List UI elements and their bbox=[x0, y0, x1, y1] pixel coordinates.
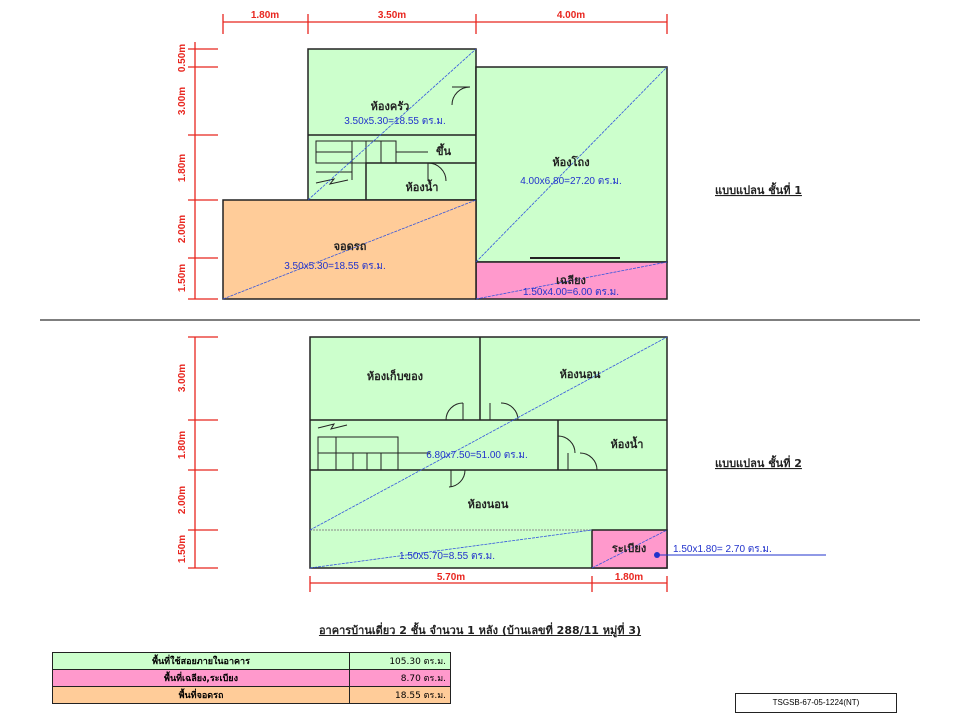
summary-value: 8.70 ตร.ม. bbox=[349, 669, 451, 687]
dim-left-f2-4: 1.50m bbox=[177, 535, 188, 563]
drawing-code: TSGSB-67-05-1224(NT) bbox=[735, 693, 897, 713]
dimension-lines-f2 bbox=[188, 336, 668, 592]
dim-top-3: 4.00m bbox=[557, 10, 585, 21]
dim-top-2: 3.50m bbox=[378, 10, 406, 21]
area-summary-table: พื้นที่ใช้สอยภายในอาคาร 105.30 ตร.ม. พื้… bbox=[52, 652, 451, 704]
summary-value: 18.55 ตร.ม. bbox=[349, 686, 451, 704]
dim-left-2: 3.00m bbox=[177, 87, 188, 115]
area-diagonals-f2 bbox=[309, 336, 668, 569]
garage-area-text: 3.50x5.30=18.55 ตร.ม. bbox=[284, 261, 386, 272]
floor2-lower-area: 1.50x5.70=8.55 ตร.ม. bbox=[399, 551, 495, 562]
balcony-area-text: 1.50x1.80= 2.70 ตร.ม. bbox=[673, 544, 772, 555]
bedroom2-label: ห้องนอน bbox=[468, 498, 509, 511]
porch-area-text: 1.50x4.00=6.00 ตร.ม. bbox=[523, 287, 619, 298]
kitchen-label: ห้องครัว bbox=[371, 100, 410, 113]
summary-label: พื้นที่จอดรถ bbox=[52, 686, 350, 704]
garage-label: จอดรถ bbox=[334, 240, 367, 253]
dim-left-4: 2.00m bbox=[177, 215, 188, 243]
doors-f1 bbox=[427, 86, 620, 259]
kitchen-area: 3.50x5.30=18.55 ตร.ม. bbox=[344, 116, 446, 127]
dim-left-f2-1: 3.00m bbox=[177, 364, 188, 392]
dim-bottom-2: 1.80m bbox=[615, 572, 643, 583]
dim-left-f2-2: 1.80m bbox=[177, 431, 188, 459]
bathroom-label-f1: ห้องน้ำ bbox=[406, 179, 439, 194]
stairs-f2 bbox=[317, 423, 430, 471]
table-row: พื้นที่จอดรถ 18.55 ตร.ม. bbox=[52, 686, 451, 704]
porch-label: เฉลียง bbox=[556, 274, 586, 287]
plan-label-f1: แบบแปลน ชั้นที่ 1 bbox=[715, 182, 802, 197]
bedroom1-label: ห้องนอน bbox=[560, 368, 601, 381]
storage-label: ห้องเก็บของ bbox=[367, 369, 423, 383]
bathroom-label-f2: ห้องน้ำ bbox=[611, 436, 644, 451]
dim-top-1: 1.80m bbox=[251, 10, 279, 21]
summary-value: 105.30 ตร.ม. bbox=[349, 652, 451, 670]
hall-label: ห้องโถง bbox=[552, 155, 589, 169]
area-diagonals-f1 bbox=[222, 48, 668, 300]
stairs-up-label: ขึ้น bbox=[436, 143, 452, 158]
dim-left-5: 1.50m bbox=[177, 264, 188, 292]
dim-left-3: 1.80m bbox=[177, 154, 188, 182]
stairs-f1 bbox=[315, 140, 428, 185]
balcony-label: ระเบียง bbox=[612, 542, 646, 555]
plan-label-f2: แบบแปลน ชั้นที่ 2 bbox=[715, 455, 802, 470]
building-title: อาคารบ้านเดี่ยว 2 ชั้น จำนวน 1 หลัง (บ้า… bbox=[318, 624, 642, 637]
dim-bottom-1: 5.70m bbox=[437, 572, 465, 583]
table-row: พื้นที่ใช้สอยภายในอาคาร 105.30 ตร.ม. bbox=[52, 652, 451, 670]
dim-left-f2-3: 2.00m bbox=[177, 486, 188, 514]
summary-label: พื้นที่ใช้สอยภายในอาคาร bbox=[52, 652, 350, 670]
table-row: พื้นที่เฉลียง,ระเบียง 8.70 ตร.ม. bbox=[52, 669, 451, 687]
dim-left-1: 0.50m bbox=[177, 44, 188, 72]
dimension-lines-f1 bbox=[188, 14, 668, 300]
floor2-total-area: 6.80x7.50=51.00 ตร.ม. bbox=[426, 450, 528, 461]
hall-area: 4.00x6.80=27.20 ตร.ม. bbox=[520, 176, 622, 187]
summary-label: พื้นที่เฉลียง,ระเบียง bbox=[52, 669, 350, 687]
